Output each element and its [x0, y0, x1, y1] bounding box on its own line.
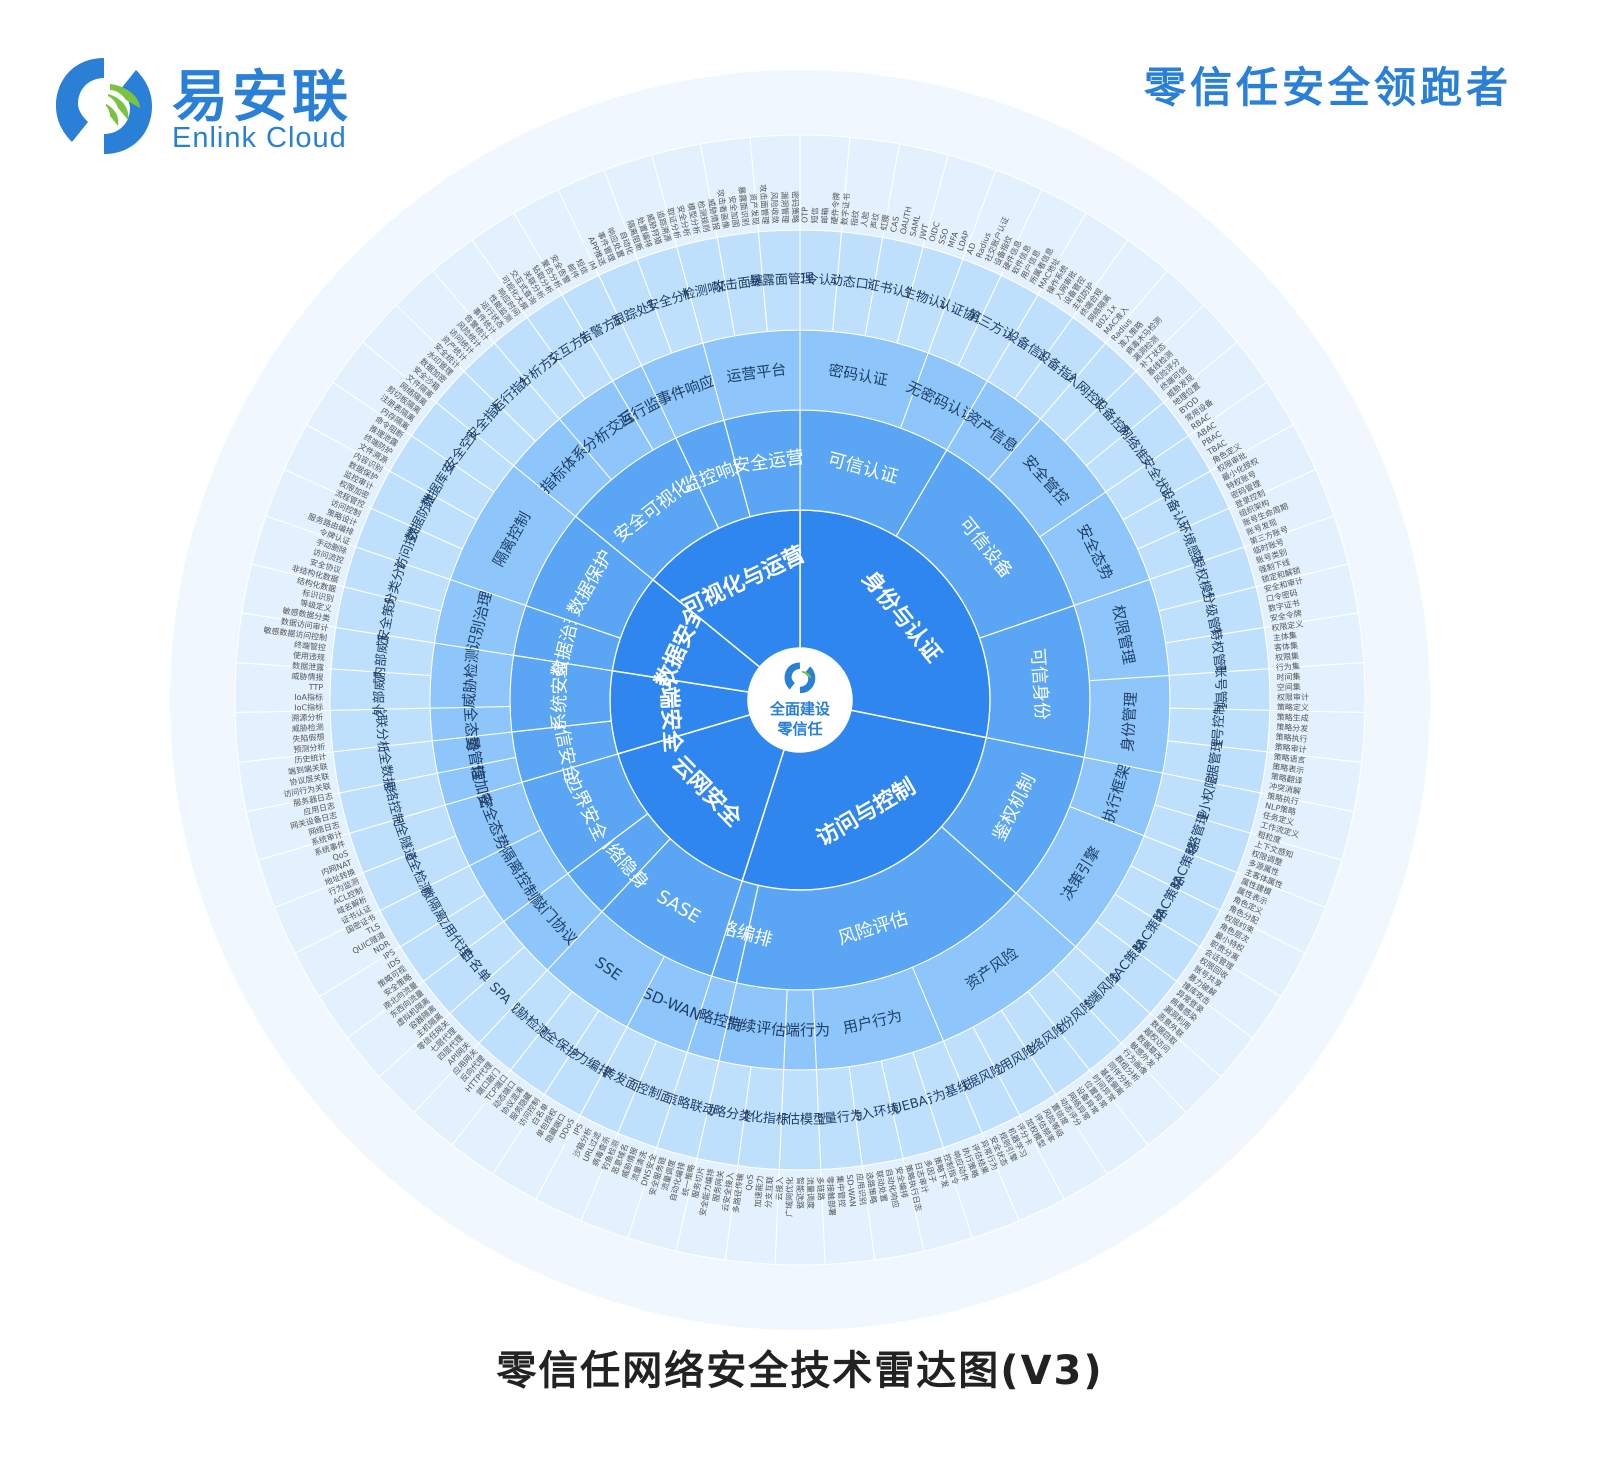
center-line2: 零信任 — [776, 720, 822, 738]
outer-term-label: 广域网优化 — [784, 1177, 795, 1217]
center-logo-icon — [784, 662, 816, 694]
outer-term-label: CAS — [889, 216, 901, 234]
outer-term-label: 空间集 — [1277, 682, 1301, 693]
outer-term-label: 策略审计 — [1274, 741, 1307, 754]
outer-term-label: 数据泄露 — [292, 660, 325, 672]
outer-term-label: 威胁情报 — [291, 671, 323, 682]
outer-term-label: 历史统计 — [294, 751, 327, 765]
outer-term-label: IM — [586, 259, 598, 271]
outer-term-label: 策略分发 — [1276, 722, 1309, 734]
outer-term-label: QoS — [744, 1174, 755, 1191]
outer-term-label: JWT — [918, 223, 931, 241]
outer-term-label: 策略生成 — [1277, 712, 1309, 723]
technology-label: 特权管理 — [1207, 627, 1229, 680]
outer-term-label: 流量调度 — [805, 1177, 816, 1209]
outer-term-label: 时间集 — [1276, 671, 1300, 682]
outer-term-label: 资产发现 — [748, 193, 761, 226]
logo-part — [799, 666, 816, 694]
outer-term-label: 权限定义 — [1271, 618, 1304, 633]
outer-term-label: 集中管控 — [835, 1175, 848, 1208]
outer-term-label: 零接触部署 — [825, 1176, 837, 1217]
outer-term-label: 使用违规 — [293, 650, 326, 663]
outer-term-label: 策略执行 — [1275, 732, 1308, 744]
outer-term-label: 加速能力 — [752, 1175, 765, 1208]
outer-term-label: 硬件令牌 — [829, 192, 841, 225]
technology-label: 账号管理 — [1212, 665, 1228, 717]
technology-label: 口令认证 — [792, 272, 845, 289]
outer-term-label: 邮箱 — [819, 207, 830, 223]
outer-term-label: 密码策略 — [790, 191, 800, 223]
technology-label: 暴露面管理 — [749, 271, 815, 289]
outer-term-label: 权限审计 — [1277, 692, 1309, 702]
center-line1: 全面建设 — [769, 700, 830, 718]
outer-term-label: IoC指标 — [294, 702, 323, 712]
technology-label: 流量行为 — [811, 1109, 864, 1129]
logo-part — [784, 662, 800, 690]
outer-term-label: TTP — [308, 683, 324, 692]
outer-term-label: 权限集 — [1275, 650, 1300, 662]
outer-term-label: 威胁检测 — [292, 722, 325, 734]
outer-term-label: 安全加固 — [727, 195, 741, 228]
outer-term-label: 云接入 — [774, 1176, 785, 1200]
outer-term-label: 数字证书 — [839, 193, 852, 226]
outer-term-label: 终端管控 — [294, 639, 327, 652]
outer-term-label: 策略定义 — [1277, 702, 1309, 712]
outer-term-label: 策略表示 — [1272, 761, 1305, 775]
outer-term-label: 虹膜 — [878, 214, 891, 232]
subdomain-label: 可信身份 — [1027, 647, 1053, 720]
capability-label: 威胁检测 — [460, 648, 482, 709]
outer-term-label: 客体集 — [1274, 640, 1299, 653]
outer-term-label: 漏洞管理 — [780, 191, 791, 223]
outer-term-label: 短信 — [809, 207, 819, 223]
subdomain-label: 系统安全 — [549, 658, 572, 730]
technology-label: 评估模型 — [774, 1113, 826, 1128]
logo-part — [801, 670, 812, 679]
brand-name-cn: 易安联 — [172, 65, 352, 130]
outer-term-label: 预测分析 — [293, 741, 326, 754]
outer-term-label: 风险收敛 — [769, 191, 781, 223]
outer-term-label: 行为集 — [1276, 661, 1301, 673]
outer-term-label: 选路策略 — [865, 1171, 880, 1204]
outer-term-label: 智能选路 — [796, 1177, 806, 1209]
outer-term-label: 失陷假想 — [292, 732, 325, 744]
brand-logo: 易安联 Enlink Cloud — [48, 46, 358, 156]
technology-label: 关联分析 — [372, 701, 390, 754]
outer-term-label: 声纹 — [868, 212, 880, 229]
outer-term-label: 应用识别 — [855, 1173, 869, 1206]
outer-term-label: 人脸 — [859, 211, 871, 228]
outer-term-label: OTP — [800, 207, 809, 223]
technology-label: 账号控制 — [1210, 701, 1228, 754]
outer-term-label: AD — [965, 242, 978, 256]
technology-label: 内部威胁 — [371, 627, 393, 680]
brand-name-en: Enlink Cloud — [172, 122, 347, 154]
outer-term-label: 策略语言 — [1273, 751, 1306, 765]
outer-term-label: 攻击面管理 — [758, 184, 771, 225]
technology-label: 外部威胁 — [372, 665, 388, 717]
outer-term-label: SD-WAN — [845, 1174, 857, 1208]
technology-label: 动态口令 — [829, 273, 883, 295]
technology-label: 量化指标 — [736, 1109, 789, 1129]
outer-term-label: 分支互联 — [763, 1176, 775, 1209]
capability-label: 身份管理 — [1118, 691, 1140, 752]
tagline: 零信任安全领跑者 — [1143, 63, 1512, 112]
technology-label: 安全数据 — [374, 738, 398, 792]
term-band-segment — [749, 134, 801, 233]
outer-term-label: 主体集 — [1272, 630, 1297, 643]
enlink-logo-icon — [56, 58, 152, 154]
outer-term-label: 多链路 — [815, 1176, 826, 1200]
center-hub — [748, 648, 852, 752]
diagram-caption: 零信任网络安全技术雷达图(V3) — [496, 1348, 1104, 1394]
outer-term-label: 指纹 — [849, 210, 861, 227]
outer-term-label: IoA指标 — [294, 692, 323, 702]
outer-term-label: 多路径传输 — [730, 1173, 745, 1214]
outer-term-label: 溯源分析 — [291, 712, 323, 723]
